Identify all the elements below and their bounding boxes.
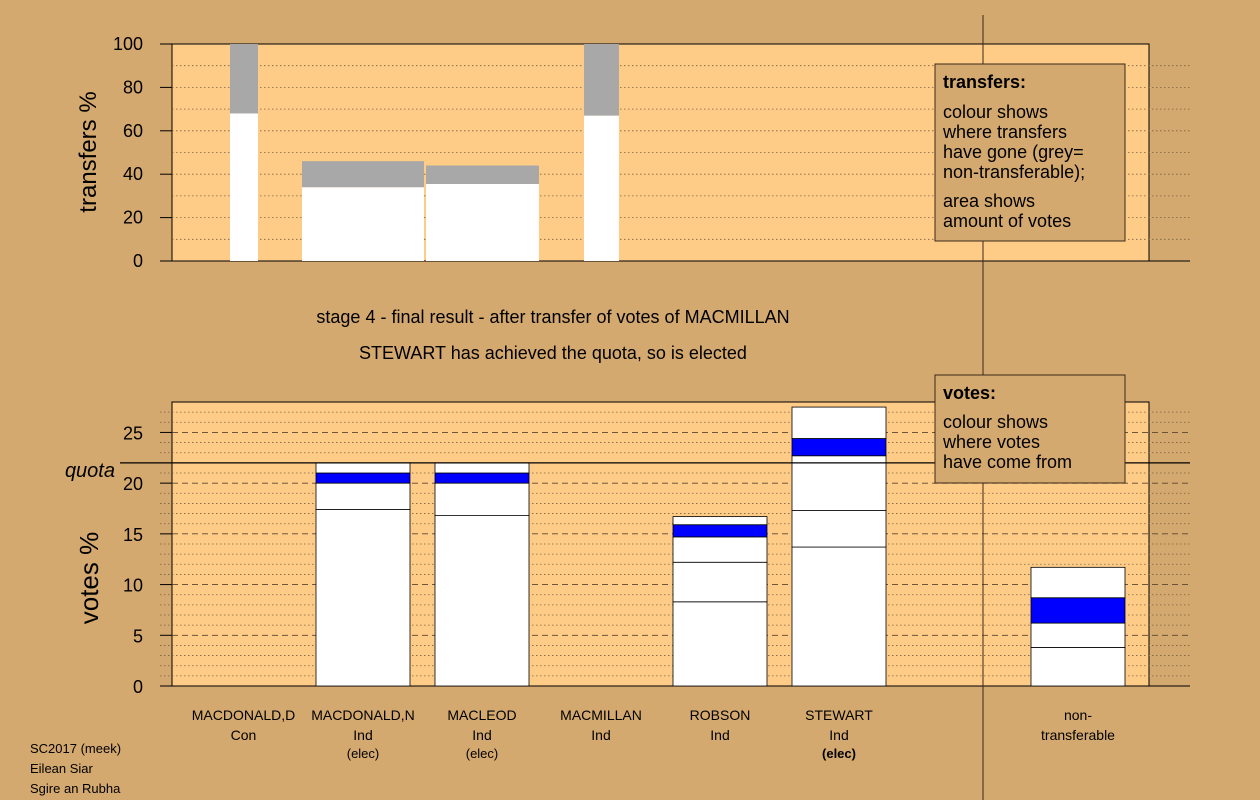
elected-caption: STEWART has achieved the quota, so is el…	[359, 343, 747, 363]
vote-segment-transferred	[791, 438, 887, 457]
transfers-legend-line: area shows	[943, 191, 1035, 211]
votes-legend-title: votes:	[943, 383, 996, 403]
quota-label: quota	[65, 460, 115, 482]
transfer-bar-white	[426, 183, 539, 261]
votes-bars	[315, 406, 1126, 687]
votes-legend-line: where votes	[942, 432, 1040, 452]
candidate-status: (elec)	[822, 746, 856, 761]
transfers-legend-title: transfers:	[943, 72, 1026, 92]
transfers-legend-line: colour shows	[943, 102, 1048, 122]
vote-segment	[434, 515, 530, 687]
vote-segment	[1030, 622, 1126, 648]
transfers-legend-line: non-transferable);	[943, 162, 1085, 182]
transfers-legend-line: where transfers	[942, 122, 1067, 142]
candidate-name: MACLEOD	[447, 707, 516, 723]
vote-segment	[672, 536, 768, 563]
transfers-y-tick-label: 0	[133, 251, 143, 271]
vote-segment	[791, 406, 887, 439]
transfers-y-tick-label: 60	[123, 121, 143, 141]
vote-segment	[672, 601, 768, 687]
vote-segment	[1030, 566, 1126, 599]
transfers-y-tick-label: 20	[123, 208, 143, 228]
transfer-bar-grey	[230, 44, 258, 114]
vote-segment	[434, 462, 530, 474]
votes-y-tick-label: 0	[133, 677, 143, 697]
votes-legend: votes: colour shows where votes have com…	[934, 374, 1126, 484]
votes-y-tick-label: 10	[123, 576, 143, 596]
transfers-y-tick-label: 40	[123, 164, 143, 184]
transfers-legend: transfers: colour shows where transfers …	[934, 63, 1126, 242]
transfer-bar-white	[302, 187, 424, 261]
vote-segment-transferred	[672, 524, 768, 538]
candidate-name: MACDONALD,D	[192, 707, 295, 723]
candidate-party: transferable	[1041, 727, 1115, 743]
footer-line: Eilean Siar	[30, 761, 94, 776]
votes-y-tick-label: 15	[123, 525, 143, 545]
candidate-labels: MACDONALD,D Con MACDONALD,N Ind (elec) MACLEO…	[192, 707, 1115, 761]
footer-line: Sgire an Rubha	[30, 781, 121, 796]
vote-segment	[315, 509, 411, 687]
transfers-y-label: transfers %	[75, 91, 102, 212]
transfer-bar-grey	[302, 161, 424, 188]
candidate-status: (elec)	[466, 746, 499, 761]
candidate-name: non-	[1064, 707, 1092, 723]
vote-segment	[791, 546, 887, 687]
candidate-party: Ind	[829, 727, 848, 743]
candidate-party: Ind	[353, 727, 372, 743]
transfer-bar-grey	[426, 165, 539, 184]
candidate-party: Con	[231, 727, 257, 743]
votes-y-label: votes %	[74, 532, 104, 625]
candidate-party: Ind	[710, 727, 729, 743]
transfer-bar-white	[230, 113, 258, 261]
footer-line: SC2017 (meek)	[30, 741, 121, 756]
votes-y-tick-label: 25	[123, 423, 143, 443]
candidate-name: MACDONALD,N	[311, 707, 414, 723]
vote-segment	[434, 482, 530, 516]
votes-y-tick-label: 5	[133, 626, 143, 646]
vote-segment	[1030, 647, 1126, 687]
vote-segment	[672, 561, 768, 603]
vote-segment	[791, 510, 887, 548]
vote-segment	[672, 516, 768, 526]
vote-segment	[315, 482, 411, 510]
vote-segment	[791, 455, 887, 511]
transfers-y-tick-label: 80	[123, 77, 143, 97]
transfer-bar-grey	[584, 44, 619, 116]
stage-caption: stage 4 - final result - after transfer …	[316, 307, 789, 327]
candidate-name: ROBSON	[690, 707, 751, 723]
candidate-party: Ind	[591, 727, 610, 743]
candidate-name: STEWART	[805, 707, 873, 723]
vote-segment	[315, 462, 411, 474]
transfers-legend-line: have gone (grey=	[943, 142, 1084, 162]
vote-segment-transferred	[434, 472, 530, 484]
votes-legend-line: have come from	[943, 452, 1072, 472]
vote-segment-transferred	[315, 472, 411, 484]
votes-y-tick-label: 20	[123, 474, 143, 494]
transfers-bars	[230, 44, 619, 261]
transfers-y-tick-label: 100	[113, 34, 143, 54]
transfer-bar-white	[584, 115, 619, 261]
candidate-name: MACMILLAN	[560, 707, 642, 723]
candidate-status: (elec)	[347, 746, 380, 761]
candidate-party: Ind	[472, 727, 491, 743]
vote-segment-transferred	[1030, 597, 1126, 624]
transfers-legend-line: amount of votes	[943, 211, 1071, 231]
votes-legend-line: colour shows	[943, 412, 1048, 432]
